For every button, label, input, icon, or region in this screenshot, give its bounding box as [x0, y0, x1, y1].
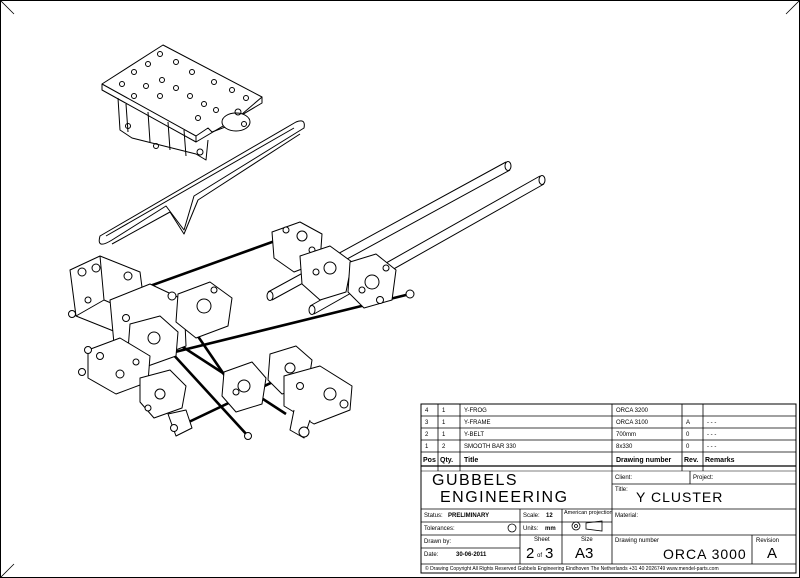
row-1-drawing-number: 8x330: [616, 444, 633, 450]
size-label: Size: [581, 537, 593, 543]
company-name-line2: ENGINEERING: [440, 489, 569, 506]
row-2-pos: 2: [425, 432, 429, 438]
row-1-rev: 0: [686, 444, 690, 450]
projection-label: American projection: [564, 510, 613, 516]
scale-label: Scale:: [523, 513, 540, 519]
row-1-remarks: - - -: [707, 444, 717, 450]
row-3-pos: 3: [425, 420, 429, 426]
date-value: 30-06-2011: [456, 552, 487, 558]
row-1-qty: 2: [442, 444, 446, 450]
corner-mark: [785, 0, 800, 15]
sheet-total: 3: [545, 545, 554, 562]
drawing-number-label: Drawing number: [615, 538, 660, 544]
row-3-rev: A: [686, 420, 691, 426]
units-value: mm: [545, 526, 556, 532]
header-remarks: Remarks: [705, 457, 735, 464]
header-qty: Qty.: [440, 457, 454, 464]
sheet-number: 2: [526, 545, 535, 562]
row-2-remarks: - - -: [707, 432, 717, 438]
row-1-pos: 1: [425, 444, 429, 450]
row-4-pos: 4: [425, 408, 429, 414]
header-drawing-number: Drawing number: [616, 457, 672, 464]
header-title: Title: [464, 457, 479, 464]
y-frame-part: [69, 221, 397, 439]
rod-end-nuts: [68, 268, 415, 440]
row-2-drawing-number: 700mm: [616, 432, 637, 438]
y-belt-part: [98, 120, 305, 245]
y-cluster-assembly: [68, 44, 546, 440]
tolerances-label: Tolerances:: [424, 526, 455, 532]
row-4-title: Y-FROG: [464, 408, 487, 414]
row-2-title: Y-BELT: [464, 432, 485, 438]
header-rev: Rev.: [684, 457, 699, 464]
status-value: PRELIMINARY: [448, 513, 490, 519]
scale-value: 12: [546, 513, 553, 519]
corner-mark: [0, 563, 15, 578]
row-2-rev: 0: [686, 432, 690, 438]
y-frog-part: [101, 44, 263, 161]
row-1-title: SMOOTH BAR 330: [464, 444, 517, 450]
row-3-title: Y-FRAME: [464, 420, 491, 426]
row-3-qty: 1: [442, 420, 446, 426]
row-4-drawing-number: ORCA 3200: [616, 408, 649, 414]
date-label: Date:: [424, 552, 439, 558]
material-label: Material:: [615, 513, 639, 519]
header-pos: Pos: [423, 457, 436, 464]
copyright-footer: © Drawing Copyright All Rights Reserved …: [425, 566, 719, 572]
units-label: Units:: [523, 526, 539, 532]
status-label: Status:: [424, 513, 443, 519]
drawn-by-label: Drawn by:: [424, 539, 452, 545]
drawing-number-value: ORCA 3000: [663, 546, 747, 562]
project-label: Project:: [693, 475, 714, 481]
sheet-of: of: [537, 553, 543, 559]
size-value: A3: [575, 545, 594, 562]
sheet-label: Sheet: [534, 537, 550, 543]
row-3-drawing-number: ORCA 3100: [616, 420, 649, 426]
title-label: Title:: [615, 487, 628, 493]
revision-label: Revision: [756, 538, 780, 544]
company-name-line1: GUBBELS: [432, 472, 519, 489]
row-2-qty: 1: [442, 432, 446, 438]
client-label: Client:: [615, 475, 633, 481]
row-3-remarks: - - -: [707, 420, 717, 426]
corner-mark: [0, 0, 15, 15]
row-4-qty: 1: [442, 408, 446, 414]
drawing-title: Y CLUSTER: [636, 489, 724, 505]
title-block: [420, 403, 797, 574]
revision-value: A: [767, 545, 778, 562]
